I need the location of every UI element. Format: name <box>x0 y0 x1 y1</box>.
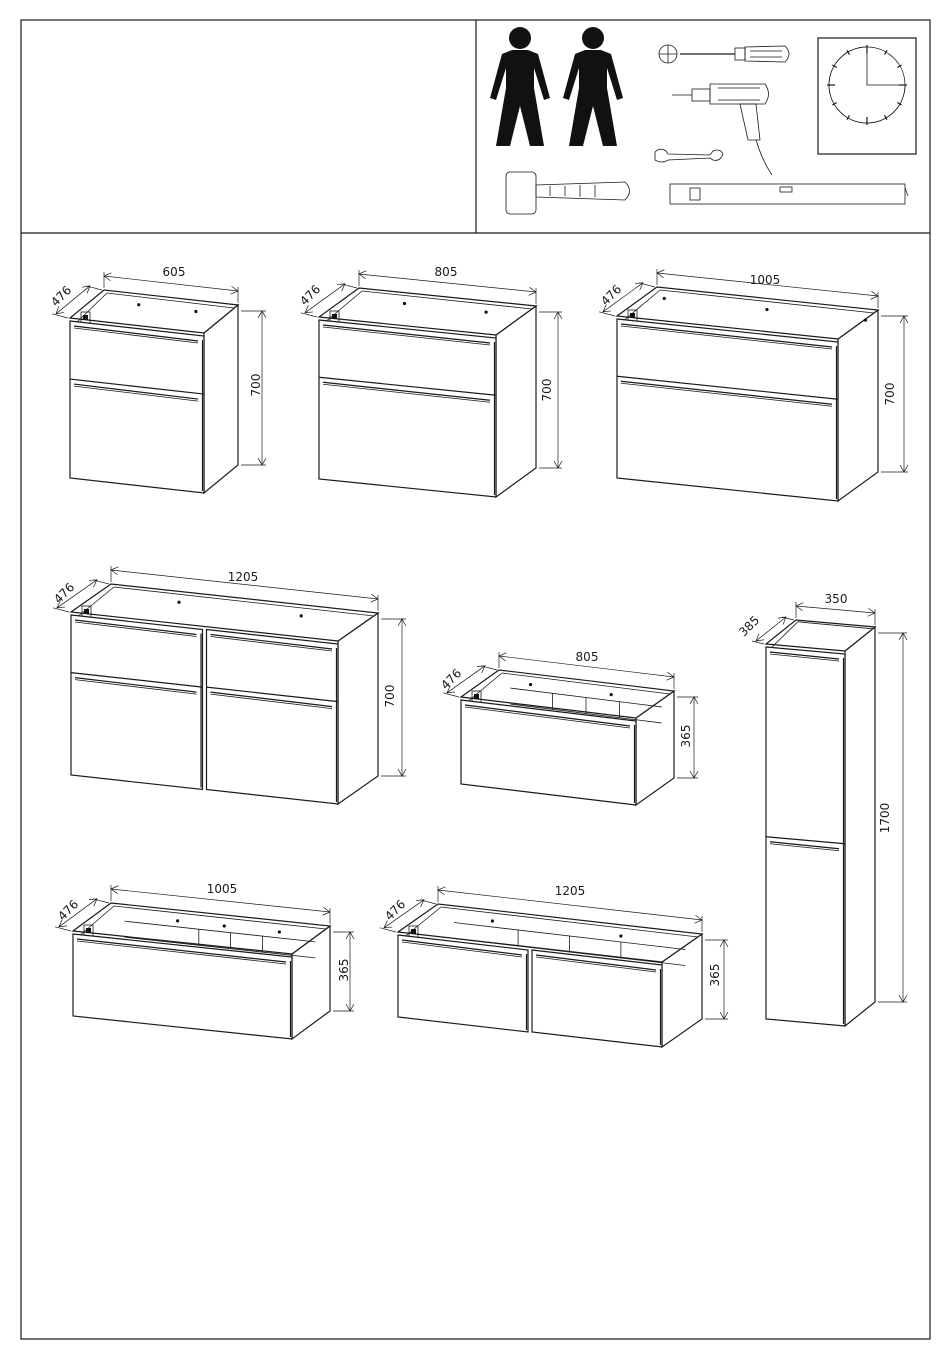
dim-height-label: 365 <box>337 959 351 982</box>
mounting-hole <box>864 318 867 321</box>
mounting-hole <box>194 310 197 313</box>
dim-width-label: 805 <box>576 650 599 664</box>
extension-line <box>55 927 71 931</box>
extension-line <box>301 313 317 317</box>
cabinet-1205-low <box>380 886 728 1047</box>
dim-depth-label: 476 <box>438 666 464 692</box>
mallet-icon <box>506 172 630 214</box>
hinge-bracket-screw <box>630 313 635 318</box>
cabinet-805 <box>301 270 562 497</box>
cabinet-1205 <box>53 566 406 804</box>
wrench-icon <box>655 149 723 162</box>
mounting-hole <box>663 297 666 300</box>
dim-width-label: 1205 <box>228 570 259 584</box>
extension-line <box>52 314 68 318</box>
dim-width-label: 1005 <box>750 273 781 287</box>
cabinet-front-panel <box>70 321 204 493</box>
mounting-hole <box>619 934 622 937</box>
mounting-hole <box>137 303 140 306</box>
dim-depth-label: 476 <box>55 897 81 923</box>
dim-width-label: 1205 <box>555 884 586 898</box>
dim-width-label: 605 <box>163 265 186 279</box>
hinge-bracket-screw <box>332 314 337 319</box>
drill-icon <box>672 84 772 175</box>
cabinet-1005 <box>599 269 908 501</box>
dim-depth-label: 476 <box>382 897 408 923</box>
mounting-hole <box>610 693 613 696</box>
dim-height-label: 365 <box>679 725 693 748</box>
dim-height-label: 365 <box>708 964 722 987</box>
hinge-bracket-screw <box>411 929 416 934</box>
cabinet-side-panel <box>338 613 378 804</box>
hinge-bracket-screw <box>86 928 91 933</box>
mounting-hole <box>300 614 303 617</box>
dim-depth-label: 476 <box>598 282 624 308</box>
two-person-icon <box>490 27 623 146</box>
hinge-bracket-screw <box>83 315 88 320</box>
mounting-hole <box>765 308 768 311</box>
extension-line <box>443 693 459 697</box>
cabinet-1005-low <box>55 885 354 1039</box>
mounting-hole <box>177 601 180 604</box>
spirit-level-icon <box>670 184 908 204</box>
mounting-hole <box>491 919 494 922</box>
dim-width-label: 350 <box>825 592 848 606</box>
mounting-hole <box>529 683 532 686</box>
dimension-line <box>796 606 875 613</box>
clock-icon <box>818 38 916 154</box>
mounting-hole <box>278 930 281 933</box>
extension-line <box>752 641 764 644</box>
mounting-hole <box>485 311 488 314</box>
cabinet-side-panel <box>496 306 536 497</box>
dim-depth-label: 476 <box>297 282 323 308</box>
hinge-bracket-screw <box>84 609 89 614</box>
cabinet-805-low <box>443 652 698 805</box>
mounting-hole <box>176 919 179 922</box>
dim-depth-label: 476 <box>51 580 77 606</box>
cabinet-side-panel <box>838 310 878 501</box>
phillips-screwdriver-icon <box>659 45 789 63</box>
cabinet-front-panel <box>207 630 339 805</box>
cabinet-605 <box>52 272 266 493</box>
mounting-hole <box>403 302 406 305</box>
cabinet-side-panel <box>204 305 238 493</box>
cabinet-side-panel <box>845 627 875 1026</box>
extension-line <box>53 608 69 612</box>
hinge-bracket-screw <box>474 694 479 699</box>
extension-line <box>380 928 396 932</box>
dim-height-label: 700 <box>883 383 897 406</box>
mounting-hole <box>223 924 226 927</box>
dim-height-label: 700 <box>249 374 263 397</box>
extension-line <box>599 312 615 316</box>
dim-height-label: 700 <box>540 379 554 402</box>
cabinet-front-panel <box>319 320 496 497</box>
dim-width-label: 1005 <box>207 882 238 896</box>
dim-depth-label: 476 <box>48 283 74 309</box>
dim-height-label: 1700 <box>878 803 892 834</box>
dim-height-label: 700 <box>383 685 397 708</box>
dim-width-label: 805 <box>435 265 458 279</box>
cabinet-front-panel <box>766 647 845 1026</box>
cabinet-front-panel <box>71 615 203 790</box>
